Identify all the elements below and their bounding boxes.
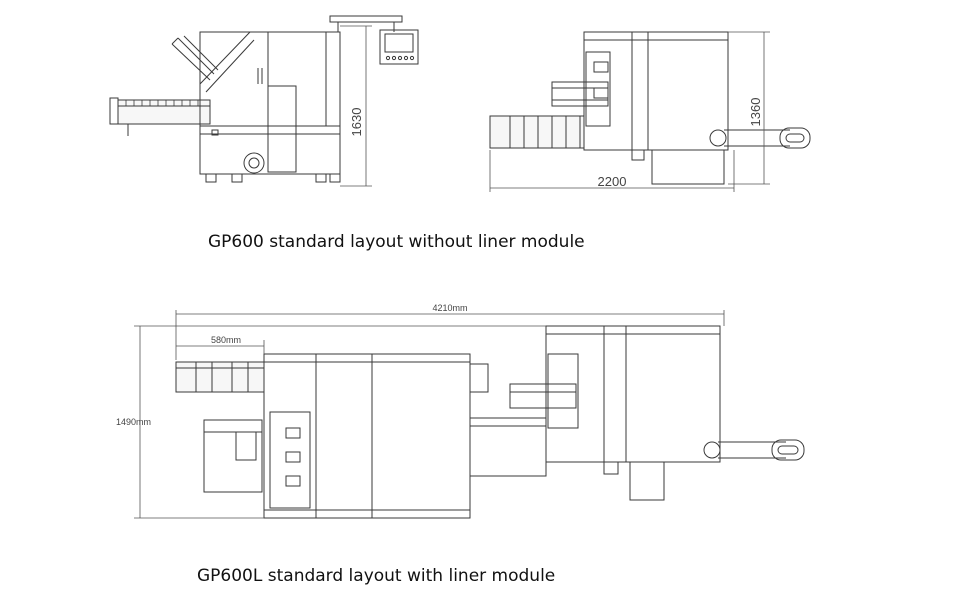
top-view-drawing bbox=[489, 31, 811, 185]
side-view-drawing bbox=[109, 15, 419, 183]
dim-overall-length: 4210mm bbox=[432, 303, 467, 313]
caption-without-liner: GP600 standard layout without liner modu… bbox=[208, 232, 585, 252]
liner-layout-drawing bbox=[175, 325, 805, 519]
dim-side-height: 1630 bbox=[349, 108, 364, 137]
dim-feeder-length: 580mm bbox=[211, 335, 241, 345]
dim-overall-width: 1490mm bbox=[116, 417, 151, 427]
caption-with-liner: GP600L standard layout with liner module bbox=[197, 566, 556, 586]
dim-top-height: 1360 bbox=[748, 98, 763, 127]
liner-layout-dimension-lines bbox=[134, 310, 725, 519]
dim-top-width: 2200 bbox=[598, 174, 627, 189]
top-view-dimension-lines bbox=[489, 31, 770, 192]
side-height-dimension-lines bbox=[340, 25, 372, 187]
